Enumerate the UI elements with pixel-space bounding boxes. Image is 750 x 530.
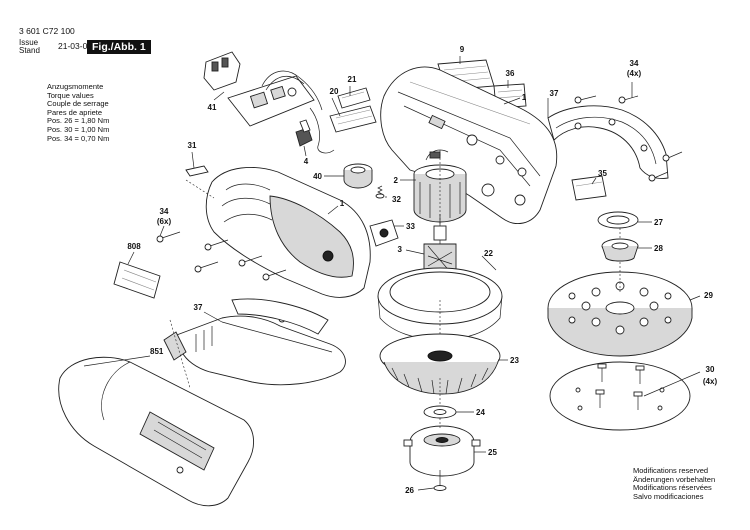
part-label: 9 bbox=[460, 45, 465, 54]
part-24-washer bbox=[423, 405, 457, 419]
part-25-bearing-flange bbox=[403, 425, 481, 477]
torque-notes: Anzugsmomente Torque values Couple de se… bbox=[47, 82, 110, 143]
assembly-lines bbox=[169, 150, 621, 430]
part-20-label bbox=[329, 105, 377, 133]
part-label: 4 bbox=[304, 157, 309, 166]
part-label: 30 bbox=[706, 365, 715, 374]
part-label: 41 bbox=[208, 103, 217, 112]
modification-note-line: Änderungen vorbehalten bbox=[633, 474, 716, 484]
part-label: 33 bbox=[406, 222, 415, 231]
part-label: 34 bbox=[630, 59, 639, 68]
torque-note-line: Pos. 34 = 0,70 Nm bbox=[47, 133, 110, 143]
part-label: 26 bbox=[405, 486, 414, 495]
part-851-dust-bag bbox=[58, 356, 254, 507]
part-label: 23 bbox=[510, 356, 519, 365]
part-label: (6x) bbox=[157, 217, 172, 226]
part-label: 20 bbox=[330, 87, 339, 96]
part-label: 22 bbox=[484, 249, 493, 258]
housing-half-upper bbox=[380, 66, 558, 225]
part-label: 808 bbox=[127, 242, 141, 251]
part-label: (4x) bbox=[627, 69, 642, 78]
part-label: 37 bbox=[550, 89, 559, 98]
torque-note-line: Couple de serrage bbox=[47, 99, 109, 109]
part-41-electronic-module bbox=[203, 51, 323, 127]
torque-note-line: Pos. 30 = 1,00 Nm bbox=[47, 124, 110, 134]
part-27-ring bbox=[597, 211, 639, 229]
part-label: 27 bbox=[654, 218, 663, 227]
part-label: (4x) bbox=[703, 377, 718, 386]
modification-note-line: Modifications réservées bbox=[633, 483, 712, 493]
document-number: 3 601 C72 100 bbox=[19, 26, 75, 36]
part-29-sanding-pad bbox=[547, 271, 693, 357]
part-label: 1 bbox=[340, 199, 345, 208]
part-1-motor-housing bbox=[205, 167, 371, 298]
part-label: 34 bbox=[160, 207, 169, 216]
part-label: 28 bbox=[654, 244, 663, 253]
part-37-dust-extraction-cover-upper bbox=[547, 105, 669, 179]
part-label: 37 bbox=[194, 303, 203, 312]
part-35-label bbox=[571, 175, 607, 201]
part-34-screws-4x bbox=[574, 95, 683, 182]
part-labels: 9 36 1 37 34 (4x) 21 20 41 4 31 40 2 32 … bbox=[127, 45, 717, 495]
part-label: 21 bbox=[348, 75, 357, 84]
modification-note-line: Modifications reserved bbox=[633, 466, 709, 475]
torque-note-line: Anzugsmomente bbox=[47, 82, 104, 91]
part-28-seal bbox=[601, 238, 639, 262]
part-label: 851 bbox=[150, 347, 164, 356]
part-label: 32 bbox=[392, 195, 401, 204]
part-label: 24 bbox=[476, 408, 485, 417]
part-label: 1 bbox=[522, 93, 527, 102]
modification-note-line: Salvo modificaciones bbox=[633, 491, 704, 501]
part-40-fan-ring bbox=[343, 163, 373, 189]
leader-lines bbox=[83, 56, 701, 491]
part-23-fan bbox=[379, 333, 501, 395]
part-30-screws-4x bbox=[549, 361, 691, 431]
part-808-label bbox=[113, 261, 161, 299]
part-label: 35 bbox=[598, 169, 607, 178]
part-label: 29 bbox=[704, 291, 713, 300]
torque-note-line: Torque values bbox=[47, 90, 94, 100]
stand-label: Stand bbox=[19, 46, 40, 55]
part-21-label bbox=[337, 87, 371, 109]
figure-label: Fig./Abb. 1 bbox=[87, 40, 151, 54]
torque-note-line: Pares de apriete bbox=[47, 107, 103, 117]
part-label: 31 bbox=[188, 141, 197, 150]
part-label: 3 bbox=[398, 245, 403, 254]
issue-label: Issue bbox=[19, 38, 39, 47]
issue-date: 21-03-08 bbox=[58, 41, 93, 51]
part-label: 40 bbox=[313, 172, 322, 181]
part-32-spring bbox=[375, 185, 385, 199]
part-label: 25 bbox=[488, 448, 497, 457]
part-33-brush-holder bbox=[369, 219, 399, 247]
part-37-dust-extraction-cover-lower bbox=[163, 298, 346, 386]
torque-note-line: Pos. 26 = 1,80 Nm bbox=[47, 116, 110, 126]
part-label: 36 bbox=[506, 69, 515, 78]
part-label: 2 bbox=[394, 176, 399, 185]
modification-notes: Modifications reserved Änderungen vorbeh… bbox=[633, 466, 716, 501]
part-31-clip bbox=[185, 165, 209, 177]
part-4-switch bbox=[295, 107, 335, 154]
